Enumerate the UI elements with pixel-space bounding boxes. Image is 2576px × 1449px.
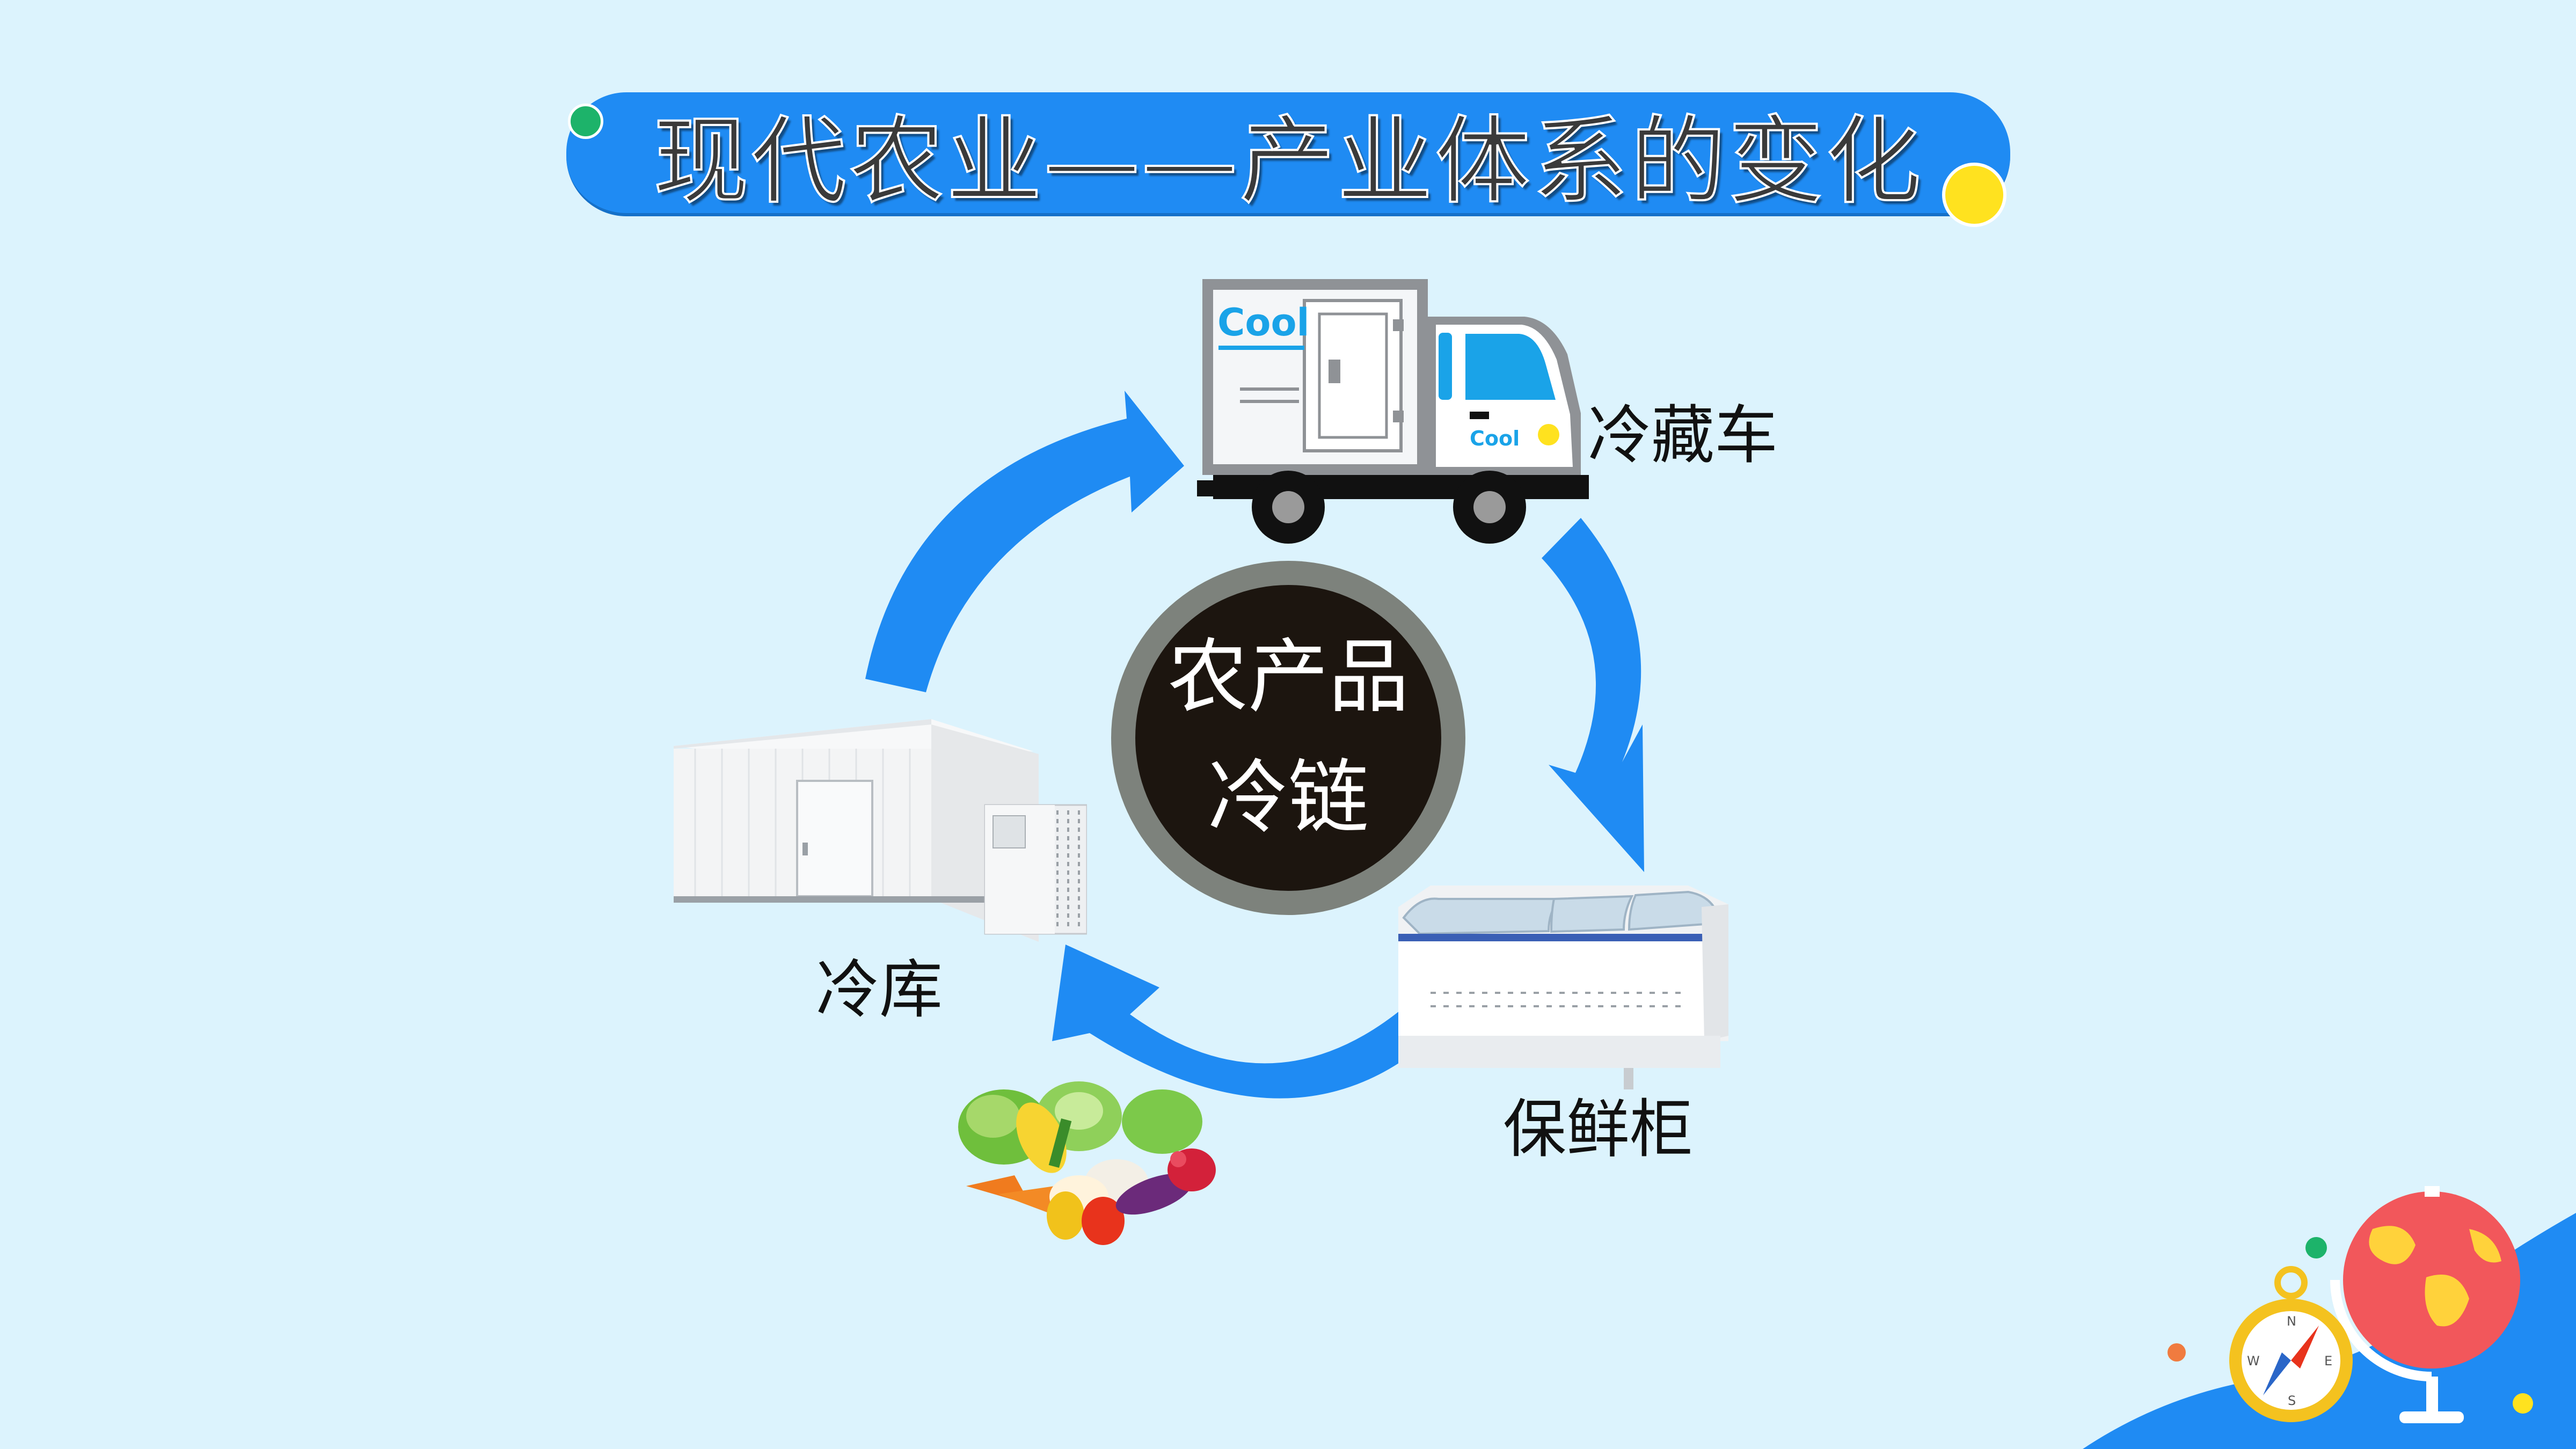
banner-green-dot [568,104,603,139]
vegetables-icon [958,1081,1216,1245]
globe-icon [2330,1186,2520,1423]
display-freezer-icon [1398,885,1728,1089]
banner-yellow-dot [1942,163,2006,227]
label-cold-storage: 冷库 [816,953,943,1027]
arrow-to-cold-storage [1052,945,1405,1099]
refrigerated-truck-icon: Cool Cool [1197,279,1589,544]
compass-east: E [2324,1353,2332,1368]
cold-storage-room-icon [674,719,1087,942]
compass-west: W [2247,1353,2260,1368]
label-display-freezer: 保鲜柜 [1503,1092,1694,1166]
center-label-line1: 农产品 [1167,631,1409,724]
label-refrigerated-truck: 冷藏车 [1588,398,1778,472]
globe-compass-decoration: N S E W [2083,1186,2576,1449]
truck-brand-small: Cool [1470,427,1520,450]
title-banner [566,92,2010,216]
center-label: 农产品 冷链 [1111,561,1465,915]
arrow-to-freezer [1542,518,1644,872]
center-disc [1135,585,1441,891]
compass-south: S [2288,1393,2296,1408]
arrow-to-truck [865,391,1184,692]
page-title: 现代农业——产业体系的变化 [652,105,1923,218]
center-label-line2: 冷链 [1207,751,1369,845]
compass-north: N [2287,1314,2296,1329]
compass-icon: N S E W [2229,1266,2353,1422]
truck-brand-large: Cool [1217,301,1310,345]
